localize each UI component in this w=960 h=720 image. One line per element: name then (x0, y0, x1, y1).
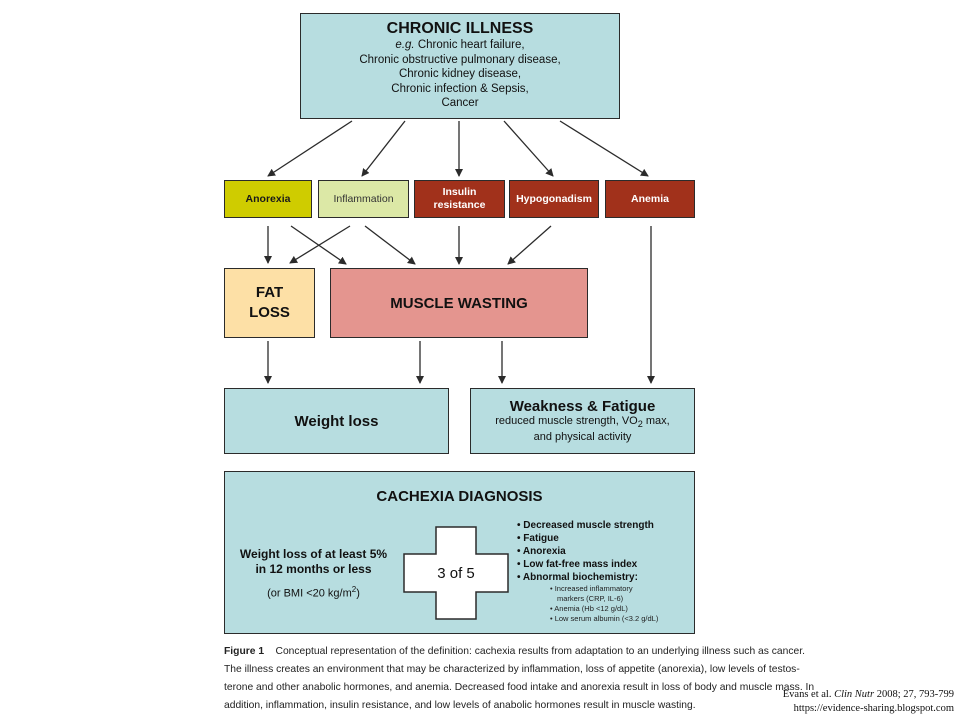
factor-hypogonadism: Hypogonadism (509, 180, 599, 218)
arrow-chronic-anorexia (267, 120, 353, 177)
cachexia-diagnosis-box: CACHEXIA DIAGNOSIS Weight loss of at lea… (224, 471, 695, 634)
caption-line-4: addition, inflammation, insulin resistan… (224, 700, 696, 711)
chronic-illness-example-1: e.g. Chronic heart failure, (301, 38, 619, 53)
factor-inflammation: Inflammation (318, 180, 409, 218)
weakness-fatigue-title: Weakness & Fatigue (509, 398, 656, 415)
weight-loss-box: Weight loss (224, 388, 449, 454)
example-kidney-disease: Chronic kidney disease, (398, 68, 522, 80)
caption-line-2: The illness creates an environment that … (224, 664, 800, 675)
criterion-item: • Anorexia (517, 546, 566, 557)
criterion-item: • Fatigue (517, 533, 559, 544)
sub-criterion-item-cont: markers (CRP, IL-6) (557, 594, 624, 603)
example-heart-failure: Chronic heart failure, (417, 39, 525, 51)
factor-insulin-resistance: Insulin resistance (414, 180, 505, 218)
example-infection-sepsis: Chronic infection & Sepsis, (391, 82, 529, 95)
citation-url[interactable]: https://evidence-sharing.blogspot.com (793, 703, 954, 714)
arrow-chronic-inflammation (361, 120, 406, 177)
arrow-chronic-anemia (559, 120, 649, 177)
criterion-item: • Low fat-free mass index (517, 559, 638, 570)
chronic-illness-title: CHRONIC ILLNESS (386, 20, 534, 37)
sub-criterion-item: • Low serum albumin (<3.2 g/dL) (550, 614, 659, 623)
fat-loss-box: FAT LOSS (224, 268, 315, 338)
arrow-inflammation-fatloss (289, 225, 351, 264)
factor-anemia: Anemia (605, 180, 695, 218)
bmi-criterion: (or BMI <20 kg/m2) (267, 585, 360, 600)
criterion-line-2: in 12 months or less (255, 562, 372, 576)
weight-loss-criterion: Weight loss of at least 5% in 12 months … (231, 547, 396, 600)
weakness-fatigue-box: Weakness & Fatigue reduced muscle streng… (470, 388, 695, 454)
caption-line-3: terone and other anabolic hormones, and … (224, 682, 815, 693)
cachexia-diagnosis-title: CACHEXIA DIAGNOSIS (376, 488, 543, 505)
plus-icon (403, 526, 509, 620)
sub-criterion-item: • Anemia (Hb <12 g/dL) (550, 604, 628, 613)
caption-line-1: Figure 1 Conceptual representation of th… (224, 646, 805, 657)
arrow-hypogonadism-muscle (507, 225, 552, 265)
criteria-list: • Decreased muscle strength • Fatigue • … (517, 519, 693, 624)
three-of-five-label: 3 of 5 (437, 564, 475, 582)
sub-criterion-item: • Increased inflammatory (550, 584, 633, 593)
factor-anorexia: Anorexia (224, 180, 312, 218)
example-cancer: Cancer (441, 97, 479, 109)
eg-label: e.g. (395, 39, 415, 51)
criterion-item: • Abnormal biochemistry: (517, 572, 638, 583)
weakness-fatigue-detail-2: and physical activity (533, 431, 632, 444)
citation-reference: Evans et al. Clin Nutr 2008; 27, 793-799 (782, 689, 954, 700)
citation: Evans et al. Clin Nutr 2008; 27, 793-799… (783, 688, 954, 716)
example-copd: Chronic obstructive pulmonary disease, (359, 53, 561, 66)
criterion-line-1: Weight loss of at least 5% (239, 547, 388, 561)
criterion-item: • Decreased muscle strength (517, 520, 654, 531)
arrow-inflammation-muscle (364, 225, 416, 265)
chronic-illness-box: CHRONIC ILLNESS e.g. Chronic heart failu… (300, 13, 620, 119)
muscle-wasting-box: MUSCLE WASTING (330, 268, 588, 338)
weakness-fatigue-detail-1: reduced muscle strength, VO2 max, (495, 415, 670, 430)
arrow-chronic-hypogonadism (503, 120, 554, 177)
figure-caption: Figure 1 Conceptual representation of th… (224, 643, 824, 715)
figure-label: Figure 1 (224, 646, 265, 657)
